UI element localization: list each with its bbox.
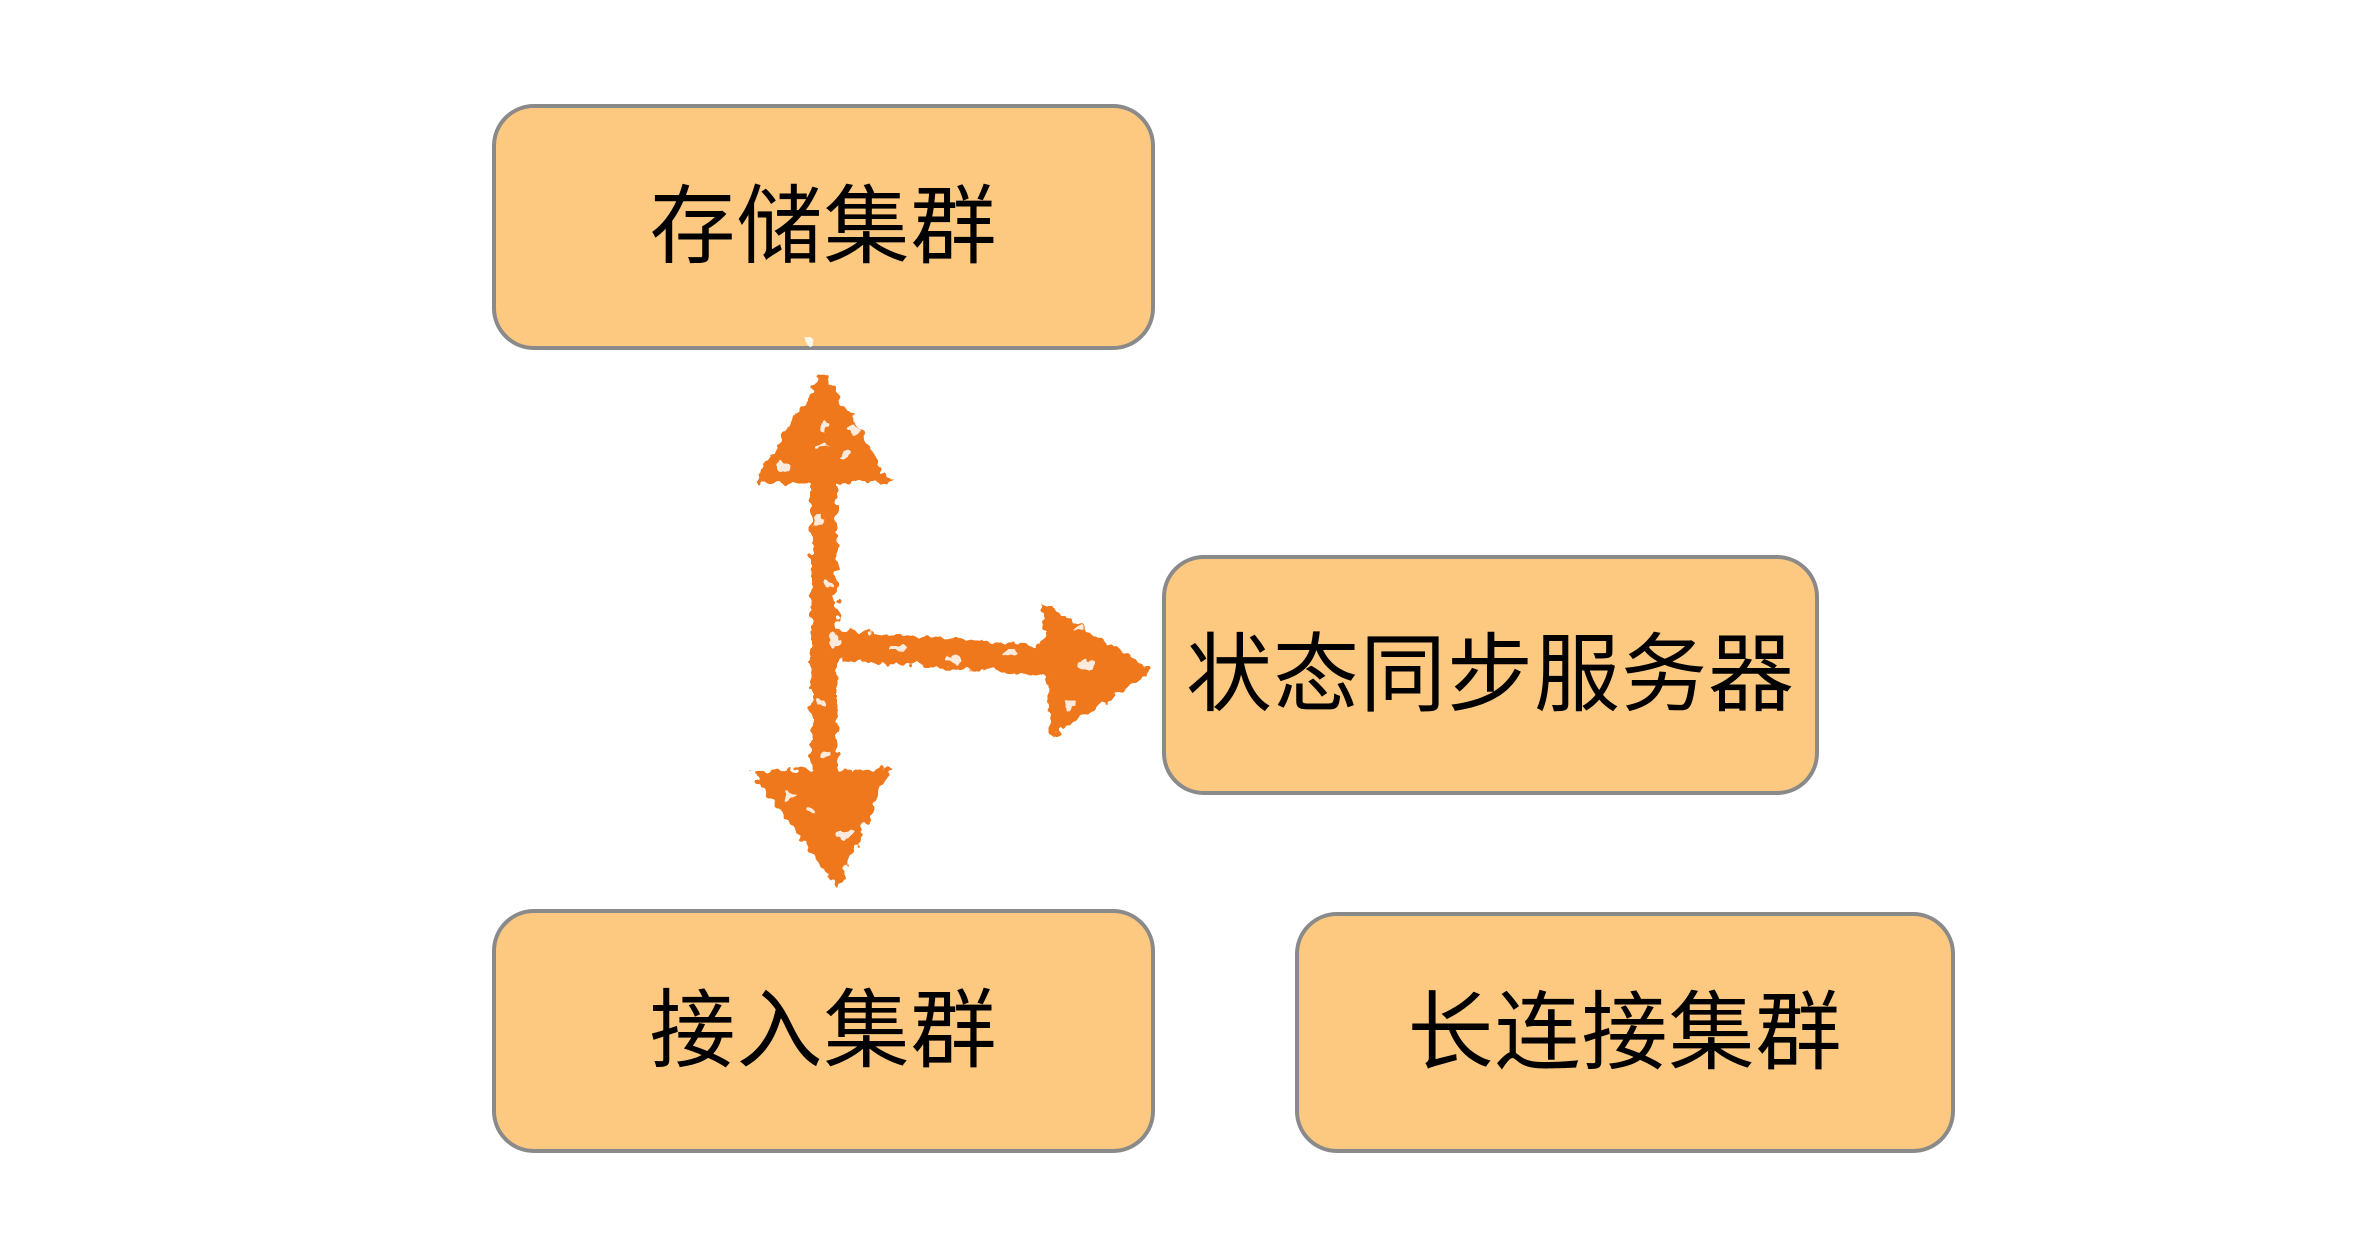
node-state-sync-server-label: 状态同步服务器 xyxy=(1186,627,1795,723)
arrow-horizontal-shaft xyxy=(826,629,1053,676)
node-access-cluster-label: 接入集群 xyxy=(649,983,998,1079)
node-long-connection-cluster: 长连接集群 xyxy=(1295,912,1955,1153)
arrow-crayon-speckles xyxy=(775,336,1092,839)
connector-arrow-icon xyxy=(752,336,1153,888)
node-storage-cluster-label: 存储集群 xyxy=(649,179,998,275)
arrow-head-right-icon xyxy=(1042,602,1153,737)
arrow-head-down-icon xyxy=(752,769,891,888)
node-state-sync-server: 状态同步服务器 xyxy=(1162,555,1819,795)
node-storage-cluster: 存储集群 xyxy=(492,104,1155,350)
node-long-connection-cluster-label: 长连接集群 xyxy=(1407,984,1843,1081)
arrow-body xyxy=(752,372,1153,888)
node-access-cluster: 接入集群 xyxy=(492,909,1155,1153)
arrow-vertical-shaft xyxy=(811,452,837,787)
